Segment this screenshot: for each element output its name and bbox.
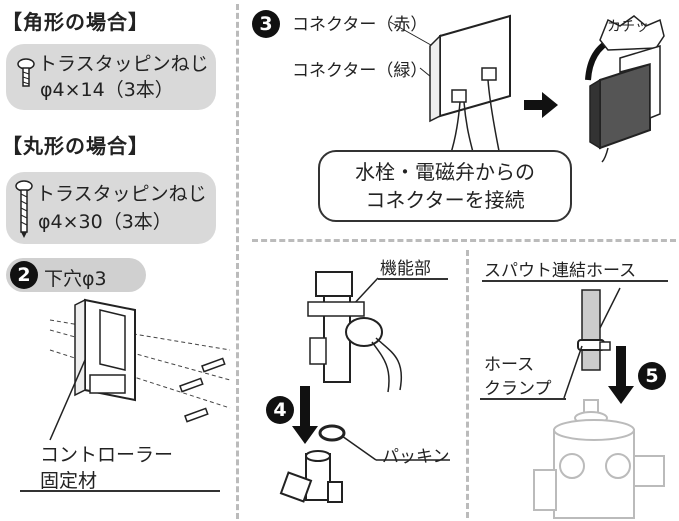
round-case-header: 【丸形の場合】 bbox=[2, 134, 149, 158]
connect-note-bubble: 水栓・電磁弁からの コネクターを接続 bbox=[318, 150, 572, 222]
controller-fixer-label-2: 固定材 bbox=[40, 470, 98, 492]
vertical-divider bbox=[236, 4, 239, 519]
hose-clamp-leader bbox=[563, 345, 583, 399]
spout-hose-underline bbox=[482, 280, 668, 282]
controller-closed-drawing bbox=[585, 15, 665, 163]
controller-open-drawing bbox=[389, 14, 511, 157]
step3-number: 3 bbox=[252, 10, 280, 38]
spout-hose-label: スパウト連結ホース bbox=[484, 261, 637, 281]
hose-clamp-label-2: クランプ bbox=[484, 379, 552, 399]
round-screw-box: トラスタッピンねじ φ4×30（3本） bbox=[6, 172, 216, 244]
right-arrow-icon bbox=[524, 92, 558, 118]
packing-label: パッキン bbox=[382, 447, 450, 467]
click-sound-label: カチッ bbox=[607, 19, 649, 35]
square-case-header: 【角形の場合】 bbox=[2, 10, 149, 34]
connect-note-line2: コネクターを接続 bbox=[365, 188, 525, 212]
connect-note-line1: 水栓・電磁弁からの bbox=[355, 160, 535, 184]
function-unit-drawing bbox=[307, 271, 403, 393]
step5-number: 5 bbox=[638, 362, 666, 390]
function-unit-underline bbox=[378, 278, 448, 280]
function-unit-label: 機能部 bbox=[380, 259, 431, 279]
round-screw-size: φ4×30（3本） bbox=[38, 211, 172, 233]
round-screw-name: トラスタッピンねじ bbox=[36, 183, 207, 205]
inner-vertical-divider bbox=[466, 250, 469, 518]
connector-green-label: コネクター（緑） bbox=[292, 61, 428, 81]
fixer-underline bbox=[20, 490, 220, 492]
faucet-body-faded-drawing bbox=[533, 399, 665, 519]
square-screw-name: トラスタッピンねじ bbox=[38, 53, 209, 75]
square-screw-box: トラスタッピンねじ φ4×14（3本） bbox=[6, 44, 216, 110]
packing-leader-line bbox=[341, 435, 450, 461]
controller-bracket-drawing bbox=[49, 298, 231, 441]
hose-clamp-underline bbox=[480, 398, 566, 400]
short-screw-icon bbox=[17, 58, 35, 87]
step2-number: 2 bbox=[10, 261, 38, 289]
down-arrow-step5-icon bbox=[608, 346, 634, 404]
connector-red-label: コネクター（赤） bbox=[292, 15, 428, 35]
packing-ring-icon bbox=[318, 424, 346, 442]
spout-hose-drawing bbox=[577, 287, 621, 371]
hose-clamp-label-1: ホース bbox=[484, 355, 535, 375]
down-arrow-step4-icon bbox=[292, 386, 318, 444]
pilot-hole-label: 下穴φ3 bbox=[44, 268, 107, 290]
square-screw-size: φ4×14（3本） bbox=[40, 79, 174, 101]
elbow-fitting-drawing bbox=[279, 450, 343, 503]
step4-number: 4 bbox=[266, 396, 294, 424]
long-screw-icon bbox=[15, 180, 33, 238]
horizontal-divider bbox=[252, 239, 676, 242]
controller-fixer-label-1: コントローラー bbox=[40, 444, 174, 466]
